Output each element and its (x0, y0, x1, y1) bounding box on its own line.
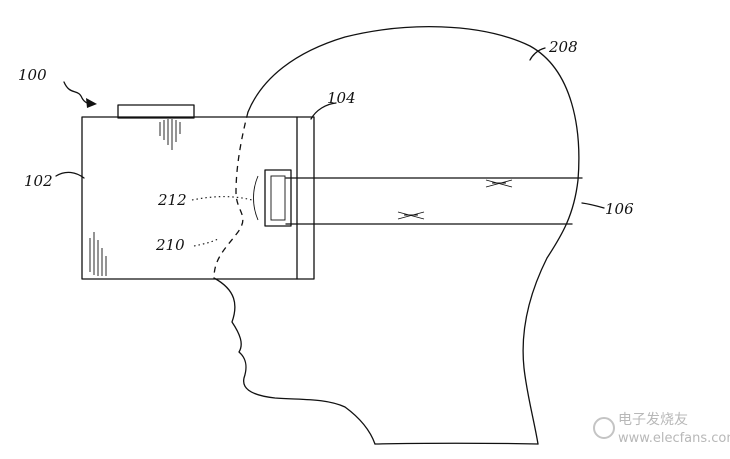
hidden-face-outline (213, 111, 249, 279)
watermark: 电子发烧友 www.elecfans.com (593, 412, 730, 446)
leader-102 (55, 171, 85, 179)
watermark-brand: 电子发烧友 (618, 412, 688, 428)
face-profile (213, 277, 376, 445)
label-212: 212 (157, 191, 187, 209)
leader-104 (310, 102, 337, 120)
housing-hatching (89, 119, 181, 276)
leader-210 (193, 238, 219, 247)
strap-attachment-inner (270, 175, 286, 221)
watermark-logo-icon (593, 417, 615, 439)
label-102: 102 (24, 172, 53, 190)
strap-attachment (264, 169, 292, 227)
label-100: 100 (18, 66, 47, 84)
sensor-lens-arc (253, 175, 259, 221)
label-210: 210 (155, 236, 185, 254)
label-106: 106 (605, 200, 634, 218)
hmd-housing (81, 116, 315, 280)
head-outline (247, 26, 580, 445)
top-button (117, 104, 195, 119)
strap-stitch-mark-lower (397, 211, 425, 220)
label-104: 104 (327, 89, 356, 107)
leader-208 (529, 47, 546, 61)
leader-106 (581, 202, 605, 209)
watermark-url: www.elecfans.com (618, 431, 730, 446)
leader-212 (191, 196, 253, 201)
label-208: 208 (548, 38, 578, 56)
arrowhead-icon (86, 98, 97, 108)
neck-base (374, 442, 539, 445)
strap-stitch-mark-upper (485, 179, 513, 188)
